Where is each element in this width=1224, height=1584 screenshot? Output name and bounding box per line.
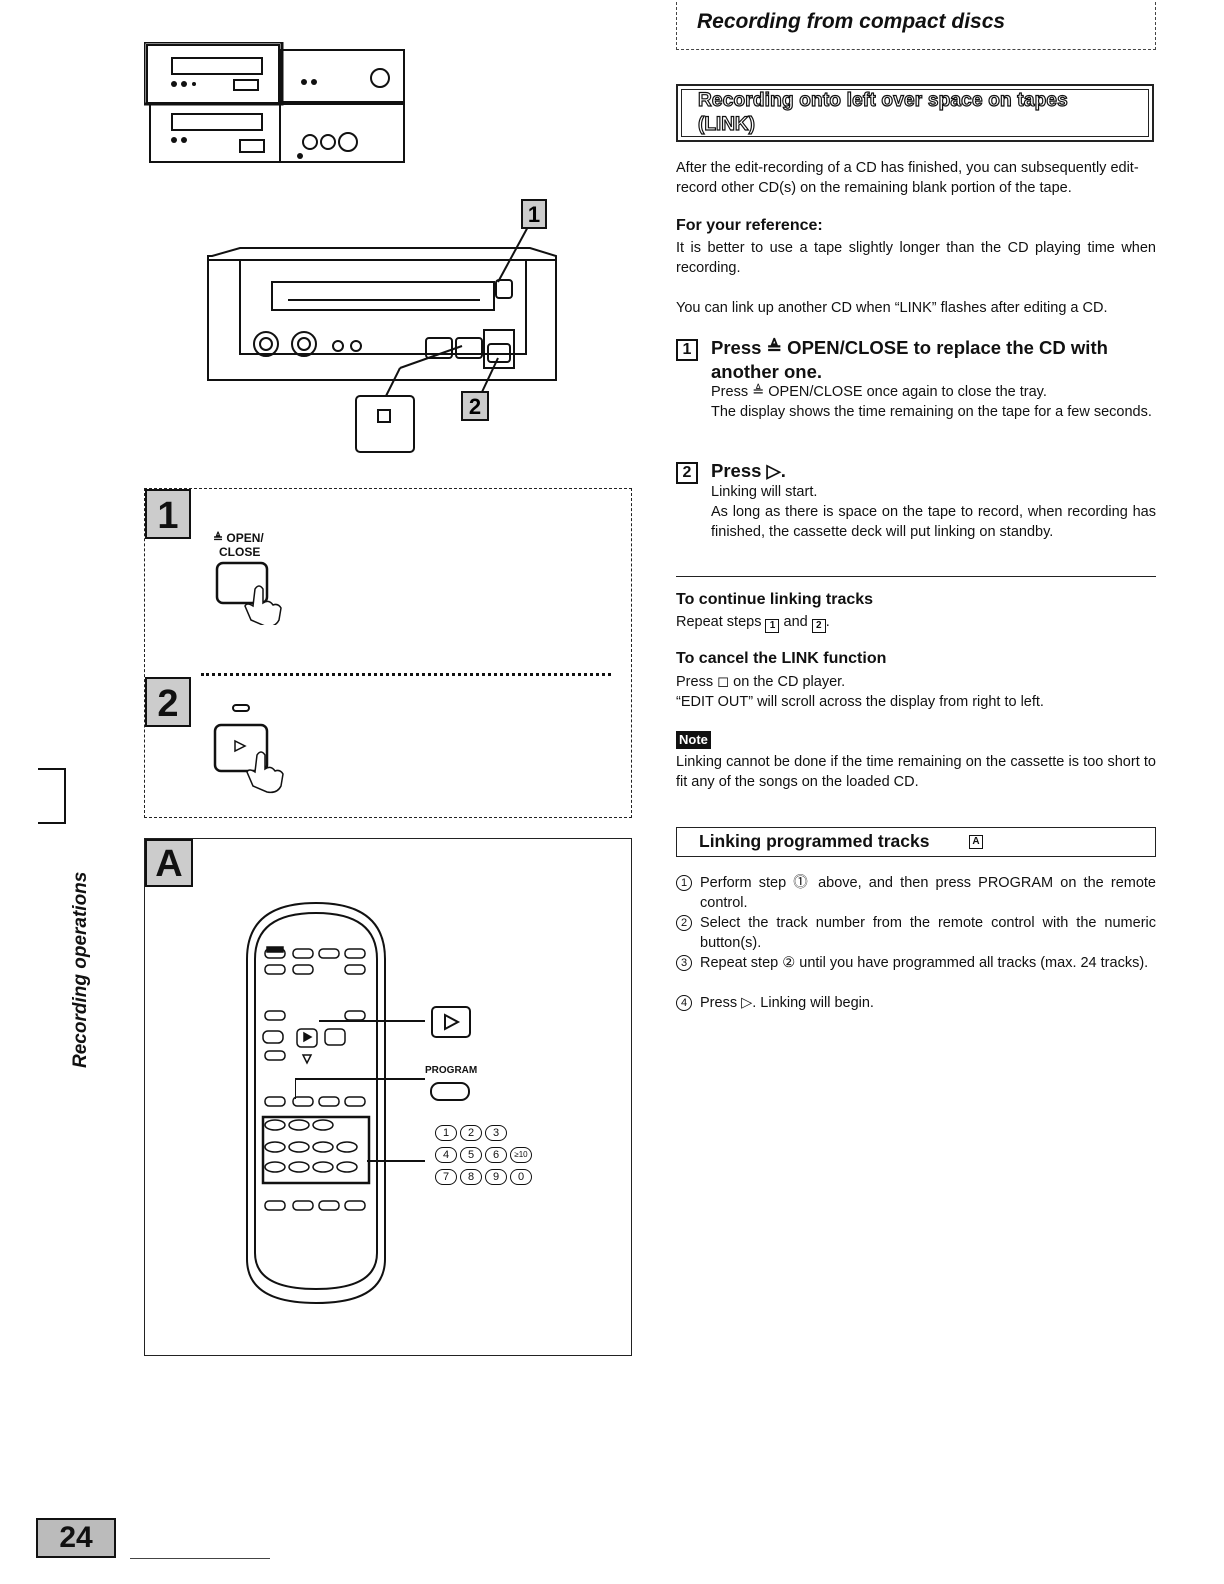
page-number: 24 [36,1518,116,1558]
step2-line2: As long as there is space on the tape to… [711,504,1156,540]
key-4: 4 [435,1147,457,1163]
reference-heading: For your reference: [676,217,823,234]
panel-step-a: A [145,839,193,887]
continue-text: Repeat steps 1 and 2. [676,614,830,633]
step2-heading: Press ▷. [711,460,786,481]
key-3: 3 [485,1125,507,1141]
cancel-line2: “EDIT OUT” will scroll across the displa… [676,694,1044,710]
step1-line2: The display shows the time remaining on … [711,404,1152,420]
section-title-line2: (LINK) [697,113,755,135]
open-close-label-b: CLOSE [219,545,261,559]
step2-line1: Linking will start. [711,484,818,500]
panel-step-1: 1 [145,489,191,539]
note-label: Note [676,731,711,749]
sidebar-tab [38,768,66,824]
continue-heading: To continue linking tracks [676,591,874,608]
key-5: 5 [460,1147,482,1163]
program-button-icon [430,1082,470,1101]
header-title: Recording from compact discs [697,10,1006,33]
section-title-line1: Recording onto left over space on tapes [697,89,1068,111]
key-2: 2 [460,1125,482,1141]
cd-player-illustration: 1 2 [207,199,557,453]
item-text: Select the track number from the remote … [700,915,1156,951]
header-box: Recording from compact discs [676,2,1156,50]
item-text: Repeat step ② until you have programmed … [700,955,1149,971]
key-0: 0 [510,1169,532,1185]
link-note: You can link up another CD when “LINK” f… [676,300,1108,316]
program-label: PROGRAM [425,1065,478,1076]
play-key-icon [431,1006,471,1038]
intro-text: After the edit-recording of a CD has fin… [676,160,1139,196]
stereo-system-illustration [144,42,405,163]
key-7: 7 [435,1169,457,1185]
remote-panel: A [144,838,632,1356]
cancel-line1: Press ◻ on the CD player. [676,674,846,690]
keypad-row: 7 8 9 0 [435,1169,545,1185]
item-number: 3 [676,955,692,971]
divider [676,576,1156,577]
item-text: Press ▷. Linking will begin. [700,995,874,1011]
step1-number: 1 [676,339,698,361]
step1-line1: Press ≜ OPEN/CLOSE once again to close t… [711,384,1047,400]
panel-step-2: 2 [145,677,191,727]
steps-panel: 1 ≜ OPEN/ CLOSE 2 [144,488,632,818]
keypad-row: 1 2 3 [435,1125,545,1141]
section-title-box: Recording onto left over space on tapes … [676,84,1154,142]
key-9: 9 [485,1169,507,1185]
linking-title-box: Linking programmed tracks A [676,827,1156,857]
keypad-row: 4 5 6 ≥10 [435,1147,545,1163]
callout-lines [295,1020,425,1162]
keypad-callout: 1 2 3 4 5 6 ≥10 7 8 9 0 [435,1125,545,1185]
continue-step1: 1 [765,619,780,633]
item-number: 1 [676,875,692,891]
continue-step2: 2 [811,619,826,633]
sidebar-label: Recording operations [70,871,91,1068]
cd-callout-2: 2 [469,394,481,419]
key-1: 1 [435,1125,457,1141]
key-10-plus: ≥10 [510,1147,532,1163]
cd-callout-1: 1 [528,202,540,227]
cancel-heading: To cancel the LINK function [676,650,887,667]
play-button-icon [213,704,284,794]
open-close-label-a: ≜ OPEN/ [213,531,264,545]
item-text: Perform step ⓵ above, and then press PRO… [700,875,1156,911]
linking-title: Linking programmed tracks [699,831,930,851]
continue-pre: Repeat steps [676,614,762,630]
note-text: Linking cannot be done if the time remai… [676,754,1156,790]
footer-line [130,1558,270,1559]
open-close-button-icon [215,561,282,625]
reference-text: It is better to use a tape slightly long… [676,240,1156,276]
step2-number: 2 [676,462,698,484]
item-number: 2 [676,915,692,931]
item-number: 4 [676,995,692,1011]
remote-control-illustration [246,901,386,1305]
linking-badge: A [969,835,983,849]
continue-mid: and [783,614,808,630]
key-6: 6 [485,1147,507,1163]
key-8: 8 [460,1169,482,1185]
dotted-separator [201,673,611,676]
step1-heading: Press ≜ OPEN/CLOSE to replace the CD wit… [711,337,1108,382]
